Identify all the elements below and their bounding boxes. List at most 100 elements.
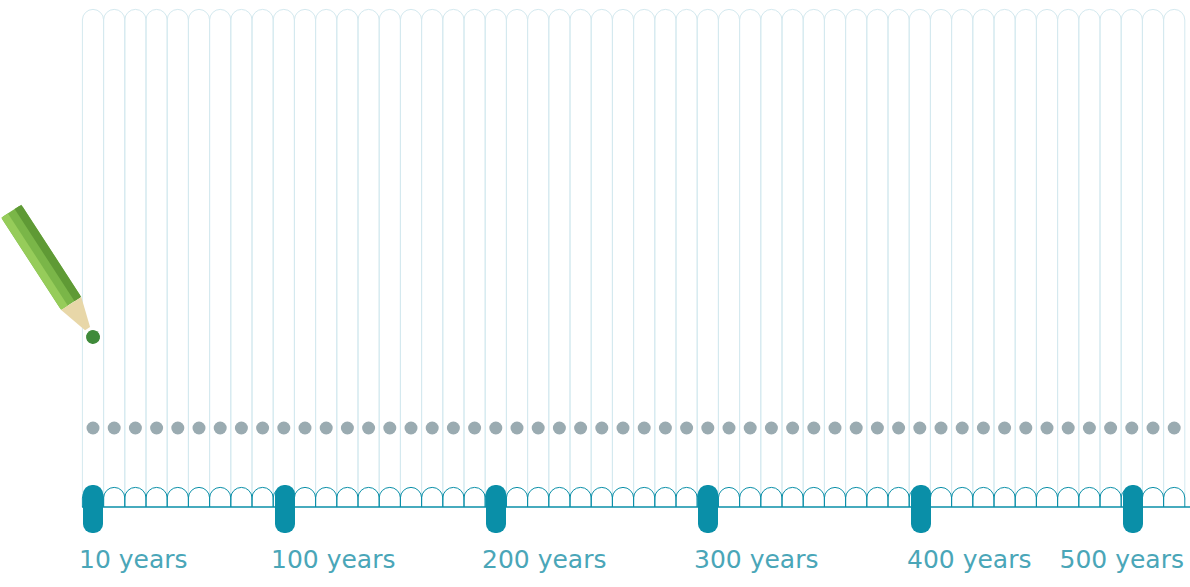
dot [532, 422, 545, 435]
dot [786, 422, 799, 435]
scallop [167, 487, 188, 507]
dot [193, 422, 206, 435]
column [782, 9, 803, 500]
dot [426, 422, 439, 435]
scallop [422, 487, 443, 507]
scallop [528, 487, 549, 507]
scallop [1079, 487, 1100, 507]
column [104, 9, 125, 500]
tick [486, 485, 506, 533]
column [909, 9, 930, 500]
column [443, 9, 464, 500]
dot [1062, 422, 1075, 435]
scallop [676, 487, 697, 507]
dot [1104, 422, 1117, 435]
dot [977, 422, 990, 435]
pencil [1, 205, 107, 350]
column [1058, 9, 1079, 500]
scallop [188, 487, 209, 507]
scallop [464, 487, 485, 507]
column [824, 9, 845, 500]
column [591, 9, 612, 500]
scallop [379, 487, 400, 507]
column [994, 9, 1015, 500]
column [1079, 9, 1100, 500]
time-label: 10 years [79, 545, 188, 575]
scallop [210, 487, 231, 507]
dot [256, 422, 269, 435]
dot [299, 422, 312, 435]
dot [744, 422, 757, 435]
scallop [846, 487, 867, 507]
time-label: 200 years [482, 545, 606, 575]
scallop [655, 487, 676, 507]
dot [405, 422, 418, 435]
dot [150, 422, 163, 435]
tick [911, 485, 931, 533]
dot [574, 422, 587, 435]
column [167, 9, 188, 500]
column [1164, 9, 1185, 500]
column [485, 9, 506, 500]
scallop [1100, 487, 1121, 507]
dot [807, 422, 820, 435]
dot [829, 422, 842, 435]
column [464, 9, 485, 500]
dot [617, 422, 630, 435]
column [570, 9, 591, 500]
dot [553, 422, 566, 435]
column [1100, 9, 1121, 500]
scallop [803, 487, 824, 507]
scallop [761, 487, 782, 507]
tick [83, 485, 103, 533]
dot [489, 422, 502, 435]
dot [998, 422, 1011, 435]
column [655, 9, 676, 500]
column [761, 9, 782, 500]
scallops [82, 487, 1184, 507]
column [358, 9, 379, 500]
scallop [1058, 487, 1079, 507]
scallop [231, 487, 252, 507]
dot [1147, 422, 1160, 435]
dot [659, 422, 672, 435]
dot [850, 422, 863, 435]
scallop [1164, 487, 1185, 507]
dot [871, 422, 884, 435]
scallop [125, 487, 146, 507]
column [1036, 9, 1057, 500]
column [231, 9, 252, 500]
column [930, 9, 951, 500]
scallop [400, 487, 421, 507]
scallop [612, 487, 633, 507]
column [1142, 9, 1163, 500]
column [888, 9, 909, 500]
dot [638, 422, 651, 435]
scallop [1036, 487, 1057, 507]
column [697, 9, 718, 500]
column [210, 9, 231, 500]
column-lines [82, 9, 1184, 500]
column [82, 9, 103, 500]
column [634, 9, 655, 500]
time-label: 100 years [271, 545, 395, 575]
scallop [740, 487, 761, 507]
dot [511, 422, 524, 435]
scallop [549, 487, 570, 507]
scallop [337, 487, 358, 507]
column [1015, 9, 1036, 500]
dot [277, 422, 290, 435]
dot [956, 422, 969, 435]
dot [129, 422, 142, 435]
column [337, 9, 358, 500]
scallop [952, 487, 973, 507]
grey-dots [87, 422, 1181, 435]
column [952, 9, 973, 500]
dot [87, 422, 100, 435]
dot [1019, 422, 1032, 435]
dot [235, 422, 248, 435]
dot [1083, 422, 1096, 435]
scallop [824, 487, 845, 507]
time-label: 400 years [907, 545, 1031, 575]
column [273, 9, 294, 500]
